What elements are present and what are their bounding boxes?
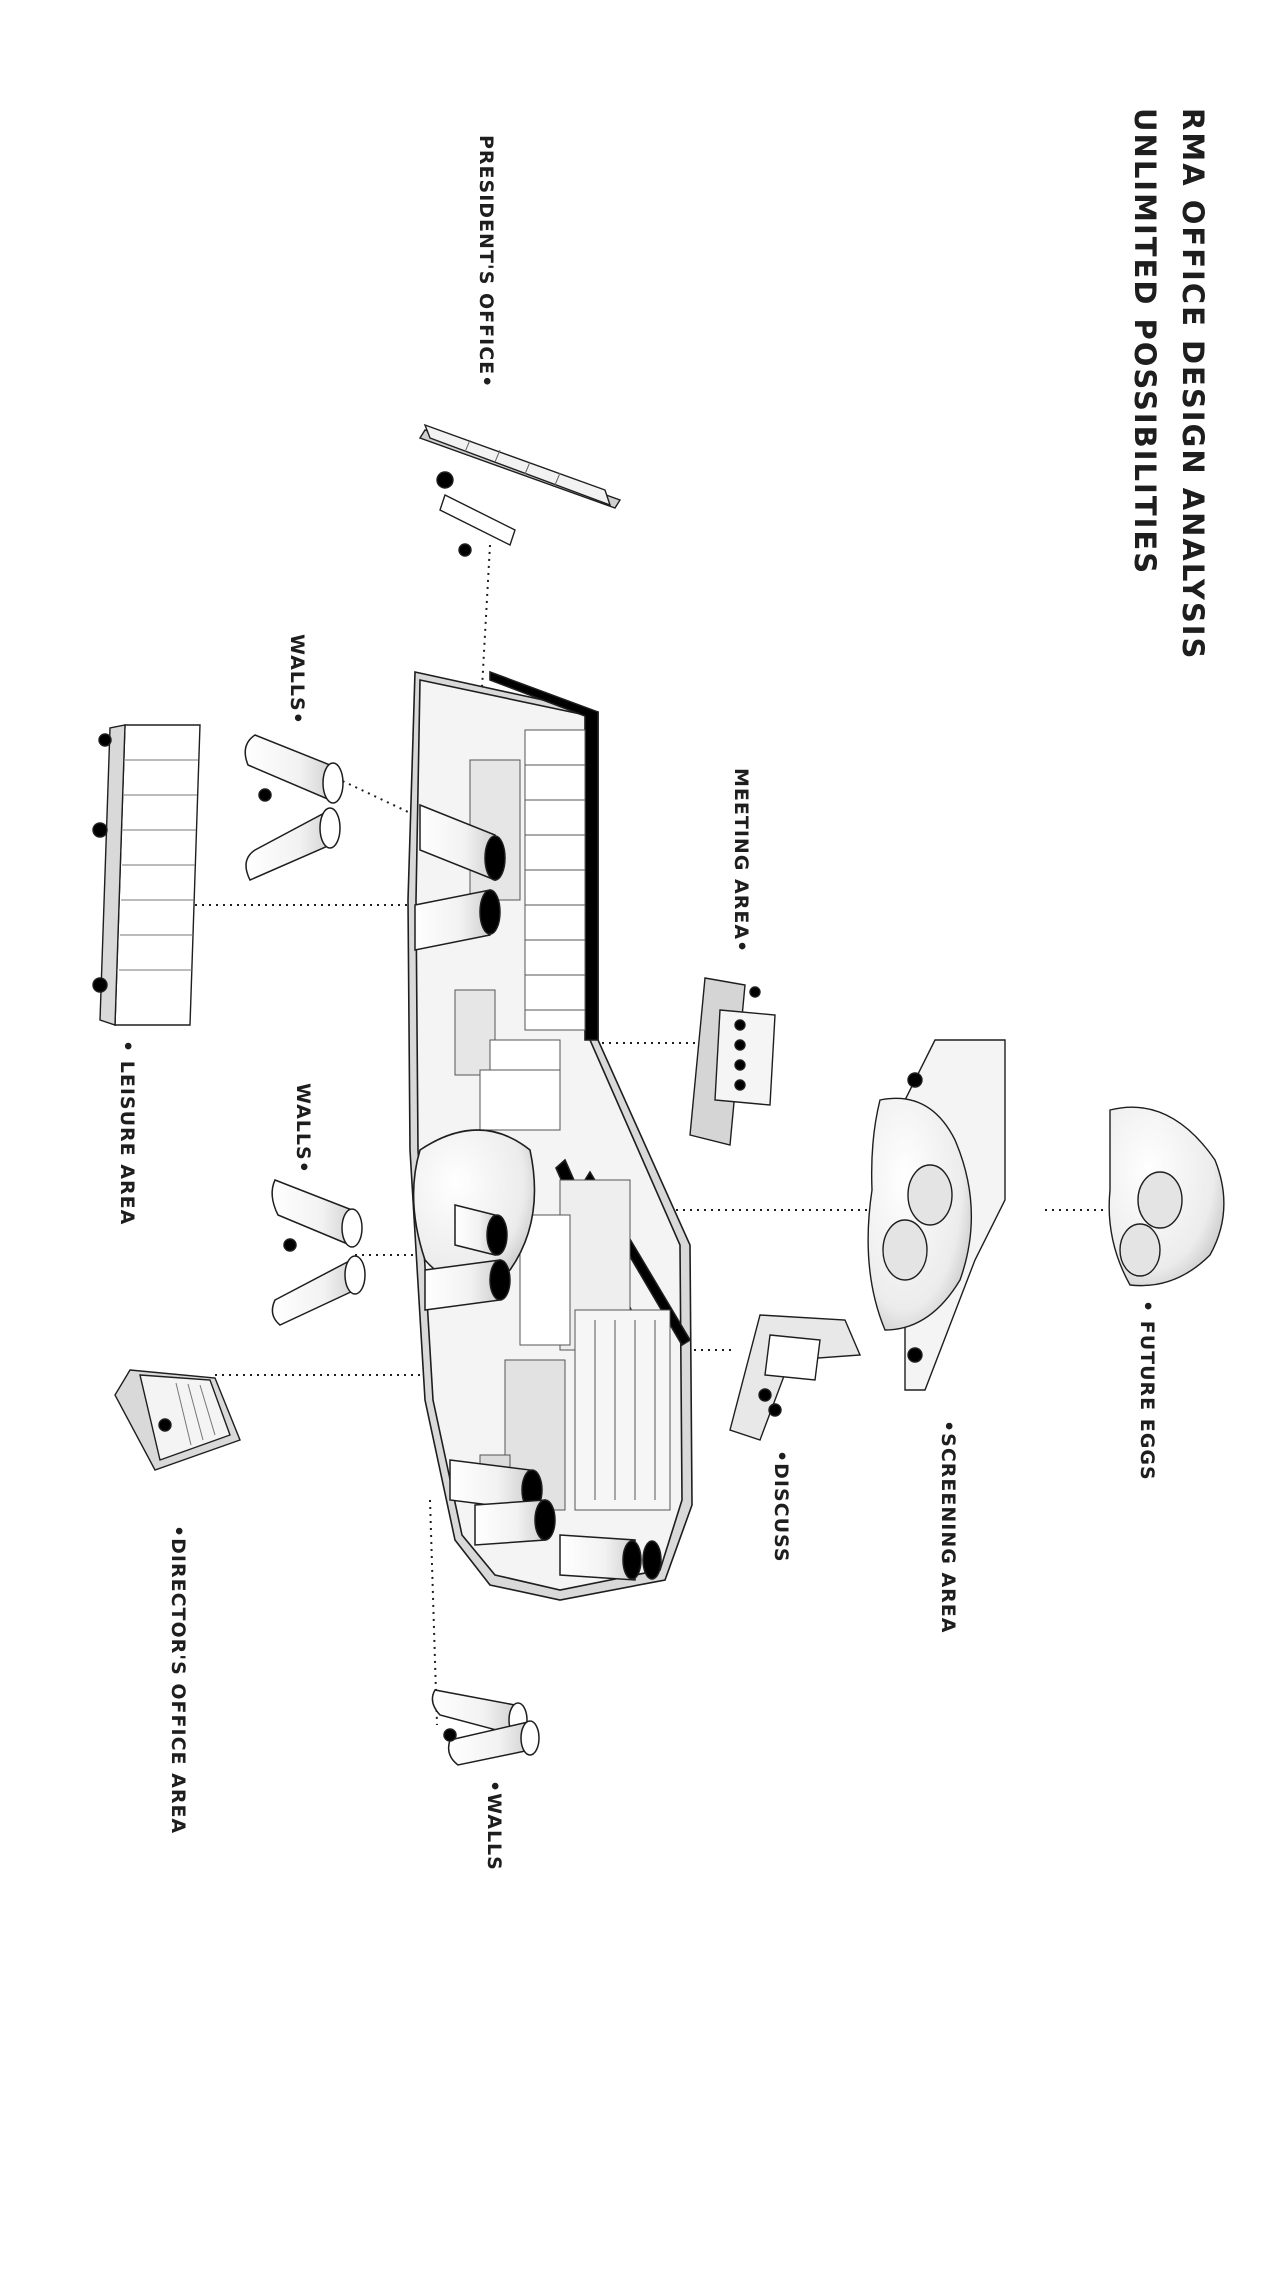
walls-middle-cylinders (271, 1179, 366, 1326)
building-cylinders (414, 803, 662, 1581)
person-figure (443, 1728, 457, 1742)
screening-area-module (867, 1039, 1006, 1391)
person-figure (92, 822, 108, 838)
person-figure (768, 1403, 782, 1417)
person-figure (907, 1072, 923, 1088)
discuss-module (729, 1314, 862, 1441)
person-figure (436, 471, 454, 489)
walls-top-cylinders (244, 734, 344, 881)
person-figure (734, 1079, 746, 1091)
label-walls-middle: WALLS• (292, 1083, 314, 1174)
leader-presidents-office (477, 544, 491, 761)
outer-black-wall-top (489, 670, 599, 1041)
person-figure (758, 1388, 772, 1402)
diagram-title-line2: UNLIMITED POSSIBILITIES (1128, 108, 1162, 576)
diagram-title-line1: RMA OFFICE DESIGN ANALYSIS (1176, 108, 1210, 661)
label-future-eggs: • FUTURE EGGS (1136, 1300, 1158, 1481)
person-figure (749, 986, 761, 998)
person-figure (734, 1059, 746, 1071)
label-discuss: •DISCUSS (770, 1450, 792, 1563)
label-presidents-office: PRESIDENT'S OFFICE• (475, 135, 497, 389)
label-screening-area: •SCREENING AREA (937, 1420, 959, 1634)
person-figure (98, 733, 112, 747)
person-figure (734, 1019, 746, 1031)
walls-bottom-cylinders (431, 1689, 540, 1766)
person-figure (734, 1039, 746, 1051)
label-walls-bottom: •WALLS (483, 1780, 505, 1871)
central-egg-shell (412, 1129, 536, 1284)
future-eggs-module (1108, 1106, 1225, 1287)
main-floor-plate (407, 670, 693, 1601)
presidents-office-module (418, 423, 622, 557)
person-figure (258, 788, 272, 802)
meeting-area-module (689, 977, 776, 1146)
label-directors-office-area: •DIRECTOR'S OFFICE AREA (167, 1525, 189, 1835)
person-figure (907, 1347, 923, 1363)
label-leisure-area: • LEISURE AREA (116, 1040, 138, 1226)
leader-walls-bottom (429, 1499, 438, 1726)
leisure-area-module (92, 724, 201, 1026)
upper-office-block (454, 729, 586, 1131)
directors-office-module (114, 1369, 241, 1471)
label-walls-top: WALLS• (286, 634, 308, 725)
person-figure (158, 1418, 172, 1432)
person-figure (92, 977, 108, 993)
person-figure (283, 1238, 297, 1252)
label-meeting-area: MEETING AREA• (730, 768, 752, 954)
person-figure (458, 543, 472, 557)
